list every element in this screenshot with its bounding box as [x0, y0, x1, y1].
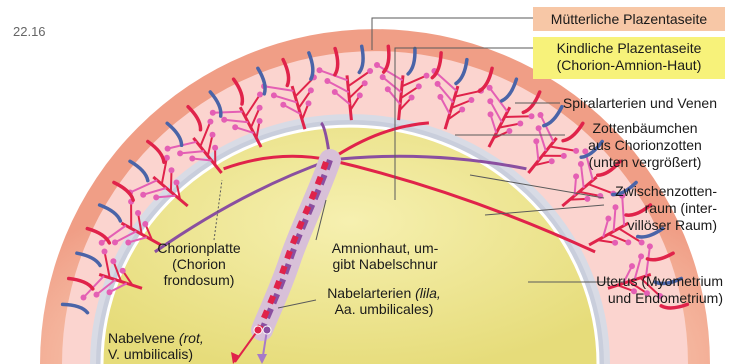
maternal-side-text: Mütterliche Plazentaseite	[551, 11, 707, 27]
uterus-label: Uterus (Myometrium und Endometrium)	[596, 273, 723, 307]
uterus-line1: Uterus (Myometrium	[596, 273, 723, 290]
arteries-line1-b: (lila,	[415, 285, 441, 301]
amnion-line2: gibt Nabelschnur	[316, 256, 454, 272]
chorion-line3: frondosum)	[140, 272, 258, 288]
intervillous-label: Zwischenzotten- raum (inter- villöser Ra…	[615, 183, 717, 234]
fetal-side-label: Kindliche Plazentaseite (Chorion-Amnion-…	[533, 37, 725, 79]
villi-label: Zottenbäumchen aus Chorionzotten (unten …	[570, 120, 720, 171]
umbilical-arteries-label: Nabelarterien (lila, Aa. umbilicales)	[308, 285, 460, 317]
intervillous-line3: villöser Raum)	[615, 217, 717, 234]
intervillous-line2: raum (inter-	[615, 200, 717, 217]
villi-line3: (unten vergrößert)	[570, 154, 720, 171]
fetal-side-line1: Kindliche Plazentaseite	[533, 40, 725, 57]
maternal-side-label: Mütterliche Plazentaseite	[533, 7, 725, 31]
villi-line1: Zottenbäumchen	[570, 120, 720, 137]
chorion-plate-label: Chorionplatte (Chorion frondosum)	[140, 240, 258, 288]
umbilical-vein-label: Nabelvene (rot, V. umbilicalis)	[108, 330, 204, 362]
vein-line1-b: (rot,	[179, 330, 204, 346]
chorion-line1: Chorionplatte	[140, 240, 258, 256]
intervillous-line1: Zwischenzotten-	[615, 183, 717, 200]
amnion-line1: Amnionhaut, um-	[316, 240, 454, 256]
vein-line2: V. umbilicalis)	[108, 346, 204, 362]
villi-line2: aus Chorionzotten	[570, 137, 720, 154]
chorion-line2: (Chorion	[140, 256, 258, 272]
fetal-side-line2: (Chorion-Amnion-Haut)	[533, 57, 725, 74]
arteries-line2: Aa. umbilicales)	[308, 301, 460, 317]
spiral-arteries-label: Spiralarterien und Venen	[563, 95, 717, 111]
arteries-line1-a: Nabelarterien	[327, 285, 415, 301]
vein-line1-a: Nabelvene	[108, 330, 179, 346]
figure-number: 22.16	[13, 24, 46, 40]
uterus-line2: und Endometrium)	[596, 290, 723, 307]
amnion-label: Amnionhaut, um- gibt Nabelschnur	[316, 240, 454, 272]
